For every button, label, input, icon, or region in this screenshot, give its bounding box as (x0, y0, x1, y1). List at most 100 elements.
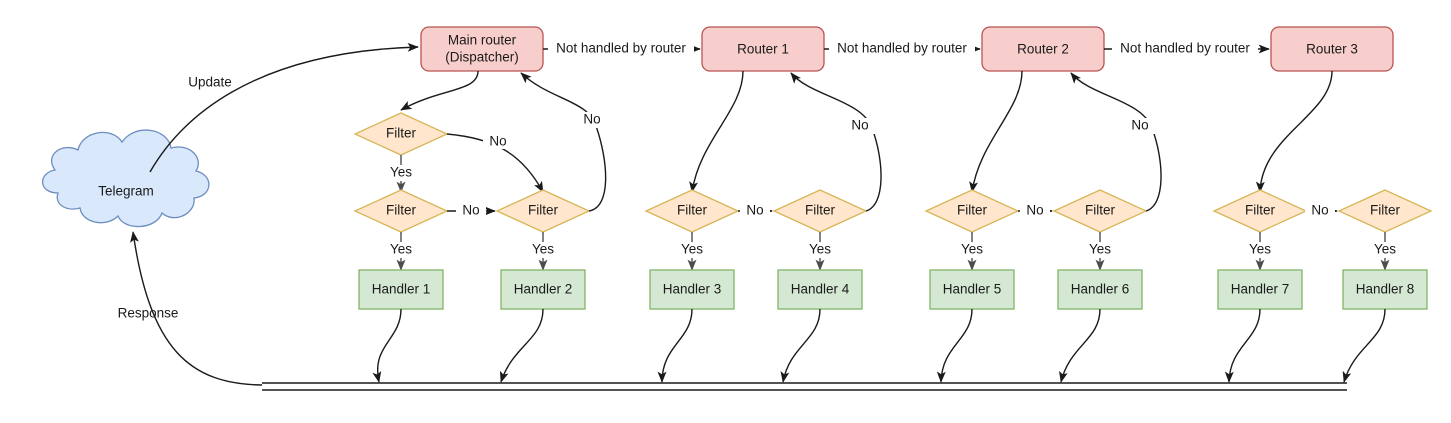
edge-filter0-right-no-return (520, 72, 607, 212)
handler-2-box (500, 269, 586, 310)
edge-handler3-to-bus (657, 308, 693, 383)
cloud-icon (41, 129, 210, 228)
handler-node-1[interactable]: Handler 1 (358, 269, 444, 310)
handler-node-4[interactable]: Handler 4 (777, 269, 863, 310)
handler-1-box (358, 269, 444, 310)
filter-node-1-left[interactable]: Filter (644, 189, 740, 233)
edge-router2-to-filter (969, 70, 1023, 193)
router-1-label: Router 1 (737, 42, 789, 57)
yes-label-bg-4 (803, 242, 837, 258)
handler-5-label: Handler 5 (943, 282, 1002, 297)
no-label-bg-3a (1305, 203, 1335, 219)
edge-label-yes-5: Yes (961, 242, 983, 257)
edge-label-yes-7: Yes (1249, 242, 1271, 257)
edge-label-no-1b: No (851, 118, 868, 133)
yes-label-bg-3 (675, 242, 709, 258)
edge-handler5-to-bus (936, 308, 973, 383)
edge-router3-to-filter (1255, 70, 1333, 193)
edge-label-update: Update (188, 75, 232, 90)
handler-8-box (1342, 269, 1428, 310)
filter-node-3-left[interactable]: Filter (1212, 189, 1308, 233)
handler-4-box (777, 269, 863, 310)
handler-1-label: Handler 1 (372, 282, 431, 297)
edge-label-yes-4: Yes (809, 242, 831, 257)
no-label-bg-0a (483, 133, 513, 149)
handler-node-7[interactable]: Handler 7 (1217, 269, 1303, 310)
handler-4-label: Handler 4 (791, 282, 850, 297)
filter-node-0-right[interactable]: Filter (495, 189, 591, 233)
edge-label-yes-8: Yes (1374, 242, 1396, 257)
edge-label-no-2b: No (1131, 118, 1148, 133)
handler-5-box (929, 269, 1015, 310)
edge-label-bg-3 (1112, 41, 1258, 58)
edge-label-yes-3: Yes (681, 242, 703, 257)
filter-2-left-label: Filter (957, 203, 988, 218)
yes-label-bg-0 (384, 165, 418, 181)
edge-filter2-right-no-return (1070, 72, 1162, 212)
router-main-label-line1: Main router (448, 33, 517, 48)
yes-label-bg-1 (384, 242, 418, 258)
edge-update (149, 42, 419, 173)
handler-7-label: Handler 7 (1231, 282, 1290, 297)
filter-0-right-label: Filter (528, 203, 559, 218)
no-label-bg-0b (456, 203, 486, 219)
edge-handler7-to-bus (1224, 308, 1261, 383)
telegram-label: Telegram (98, 184, 154, 199)
edge-label-bg-2 (829, 41, 975, 58)
filter-0-top-label: Filter (386, 126, 417, 141)
edge-label-yes-2: Yes (532, 242, 554, 257)
no-label-bg-0c (577, 112, 607, 128)
edge-handler2-to-bus (499, 308, 544, 383)
edge-label-response: Response (118, 306, 179, 321)
handler-node-6[interactable]: Handler 6 (1057, 269, 1143, 310)
handler-6-label: Handler 6 (1071, 282, 1130, 297)
edge-handler4-to-bus (780, 308, 821, 383)
filter-node-1-right[interactable]: Filter (772, 189, 868, 233)
handler-3-label: Handler 3 (663, 282, 722, 297)
filter-0-left-label: Filter (386, 203, 417, 218)
filter-1-right-label: Filter (805, 203, 836, 218)
edge-label-bg-1 (548, 41, 694, 58)
filter-node-3-right[interactable]: Filter (1337, 189, 1433, 233)
edge-label-not-handled-1: Not handled by router (556, 41, 686, 56)
filter-2-right-label: Filter (1085, 203, 1116, 218)
edge-handler1-to-bus (372, 308, 402, 383)
edge-main-to-filter-top (400, 70, 479, 111)
handler-node-2[interactable]: Handler 2 (500, 269, 586, 310)
handler-7-box (1217, 269, 1303, 310)
handler-node-8[interactable]: Handler 8 (1342, 269, 1428, 310)
filter-node-2-right[interactable]: Filter (1052, 189, 1148, 233)
telegram-cloud-node[interactable]: Telegram (41, 129, 210, 228)
edge-label-yes-6: Yes (1089, 242, 1111, 257)
edge-label-no-0a: No (489, 134, 506, 149)
edge-handler8-to-bus (1342, 308, 1386, 383)
edge-handler6-to-bus (1059, 308, 1101, 383)
filter-node-0-top[interactable]: Filter (353, 112, 449, 156)
handler-6-box (1057, 269, 1143, 310)
edge-label-no-0c: No (583, 112, 600, 127)
router-node-main[interactable]: Main router (Dispatcher) (420, 26, 544, 72)
filter-node-0-left[interactable]: Filter (353, 189, 449, 233)
filter-node-2-left[interactable]: Filter (924, 189, 1020, 233)
filter-3-right-label: Filter (1370, 203, 1401, 218)
edge-filter1-right-no-return (790, 72, 882, 212)
router-3-label: Router 3 (1306, 42, 1358, 57)
filter-1-left-label: Filter (677, 203, 708, 218)
router-node-2[interactable]: Router 2 (981, 26, 1105, 72)
edge-label-no-0b: No (462, 203, 479, 218)
no-label-bg-2a (1020, 203, 1050, 219)
handler-node-5[interactable]: Handler 5 (929, 269, 1015, 310)
router-node-1[interactable]: Router 1 (701, 26, 825, 72)
edge-label-yes-1: Yes (390, 242, 412, 257)
no-label-bg-1b (845, 118, 875, 134)
router-main-label-line2: (Dispatcher) (445, 50, 519, 65)
filter-3-left-label: Filter (1245, 203, 1276, 218)
handler-8-label: Handler 8 (1356, 282, 1415, 297)
router-node-3[interactable]: Router 3 (1270, 26, 1394, 72)
edge-label-no-2a: No (1026, 203, 1043, 218)
router-2-label: Router 2 (1017, 42, 1069, 57)
handler-node-3[interactable]: Handler 3 (649, 269, 735, 310)
handler-3-box (649, 269, 735, 310)
